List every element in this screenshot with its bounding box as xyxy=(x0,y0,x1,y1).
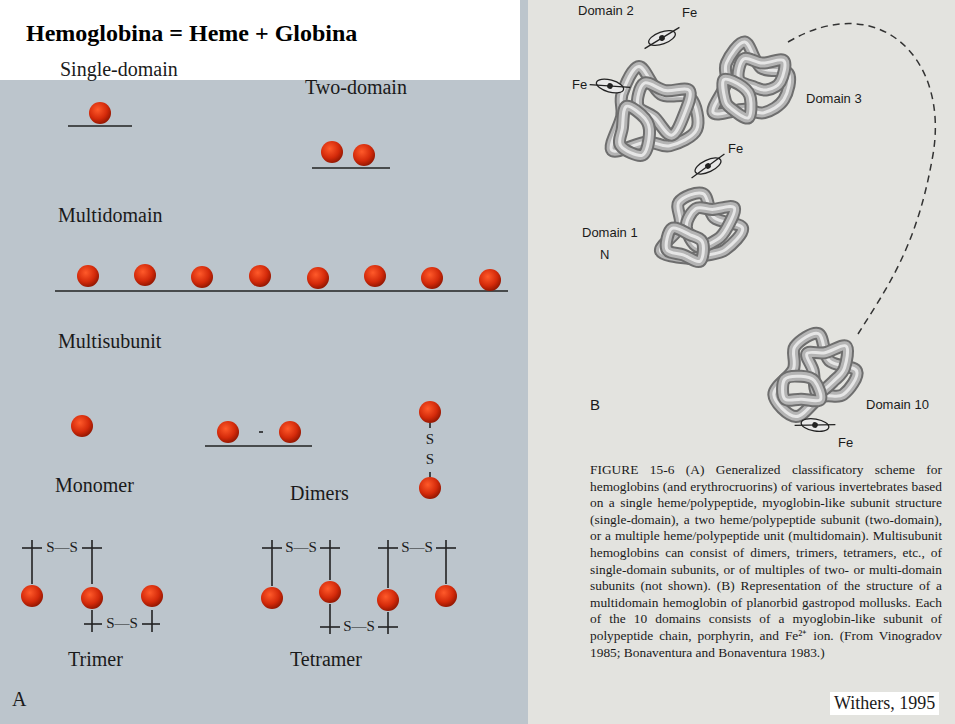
class-label: Single-domain xyxy=(60,58,178,81)
heme-axis xyxy=(688,154,728,178)
heme-axis xyxy=(590,77,631,95)
tube-highlight xyxy=(666,228,703,262)
iron-label: Fe xyxy=(838,436,853,451)
photo-panel xyxy=(528,0,955,724)
class-label: Tetramer xyxy=(290,648,362,671)
iron-label: Fe xyxy=(728,142,743,157)
tube-body xyxy=(666,228,703,262)
title-box xyxy=(0,0,520,80)
disulfide-label: S—S xyxy=(285,539,317,556)
tube-highlight xyxy=(774,333,857,416)
sulfur-label: S xyxy=(426,431,434,448)
class-label: Multidomain xyxy=(58,204,162,227)
tube-body xyxy=(774,333,857,416)
tube-highlight xyxy=(723,79,751,118)
class-label: Trimer xyxy=(68,648,123,671)
panel-letter: A xyxy=(12,688,26,711)
iron-atom xyxy=(705,163,711,169)
disulfide-label: S—S xyxy=(401,539,433,556)
sulfur-label: S xyxy=(426,451,434,468)
heme-axis xyxy=(795,418,836,433)
figure-caption: FIGURE 15-6 (A) Generalized classificato… xyxy=(590,462,942,661)
domain-label: Domain 3 xyxy=(806,92,862,107)
tube-shadow xyxy=(666,228,703,262)
heme-group xyxy=(794,416,835,435)
tube-shadow xyxy=(723,79,751,118)
iron-atom xyxy=(607,83,612,88)
iron-atom xyxy=(659,35,665,41)
class-label: Multisubunit xyxy=(58,330,161,353)
disulfide-label: S—S xyxy=(106,615,138,632)
tube-shadow xyxy=(774,333,857,416)
title: Hemoglobina = Heme + Globina xyxy=(26,20,357,47)
class-label: Dimers xyxy=(290,482,349,505)
tube-body xyxy=(723,79,751,118)
tube-highlight xyxy=(619,106,649,155)
class-label: Two-domain xyxy=(305,76,407,99)
tube-shadow xyxy=(619,106,649,155)
porphyrin-ring xyxy=(647,28,677,49)
source-credit: Withers, 1995 xyxy=(830,692,939,715)
baselines xyxy=(22,126,508,634)
tube-shadow xyxy=(783,376,821,401)
panel-letter: B xyxy=(590,396,600,413)
disulfide-label: S—S xyxy=(343,618,375,635)
terminus-label: N xyxy=(600,248,609,263)
class-label: Monomer xyxy=(55,474,134,497)
heme-group xyxy=(687,152,728,180)
domain-label: Domain 10 xyxy=(866,398,929,413)
heme-group xyxy=(589,75,631,97)
porphyrin-ring xyxy=(595,77,625,96)
iron-atom xyxy=(812,422,817,427)
domain-label: Domain 2 xyxy=(578,4,634,19)
heme-dots xyxy=(21,102,501,611)
iron-label: Fe xyxy=(572,78,587,93)
heme-group xyxy=(641,26,683,51)
heme-axis xyxy=(642,27,682,48)
tube-body xyxy=(783,376,821,401)
iron-label: Fe xyxy=(682,6,697,21)
chain-link xyxy=(788,24,935,334)
tube-body xyxy=(619,106,649,155)
domain-label: Domain 1 xyxy=(582,226,638,241)
disulfide-label: S—S xyxy=(46,539,78,556)
tube-highlight xyxy=(783,376,821,401)
